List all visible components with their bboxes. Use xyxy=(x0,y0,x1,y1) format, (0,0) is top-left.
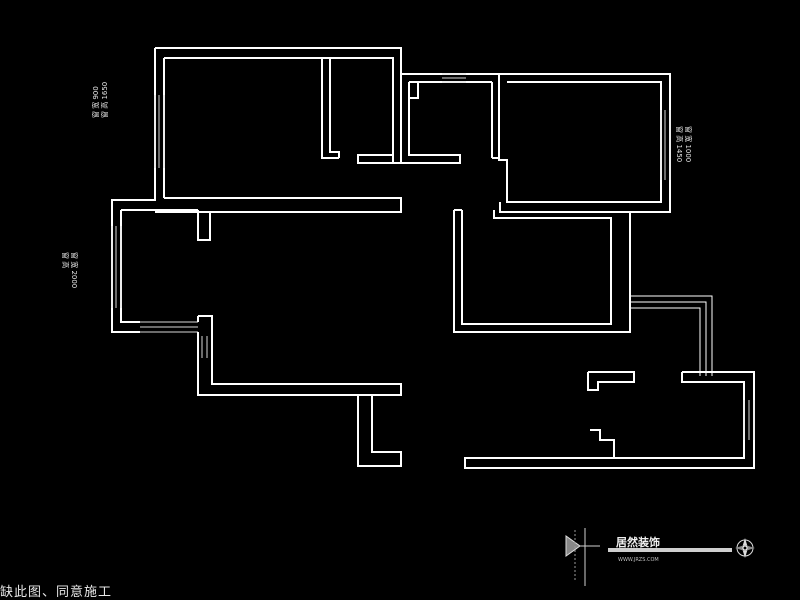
svg-text:窗 宽 900: 窗 宽 900 xyxy=(91,86,100,118)
svg-text:窗 宽 2000: 窗 宽 2000 xyxy=(70,252,79,288)
svg-text:居然装饰: 居然装饰 xyxy=(616,535,660,549)
window-bathroom xyxy=(442,73,466,83)
bathroom-walls xyxy=(357,73,500,164)
svg-text:窗 高 1650: 窗 高 1650 xyxy=(100,82,109,118)
svg-text:窗 高: 窗 高 xyxy=(61,252,70,268)
window-living-w xyxy=(111,226,122,308)
company-logo: 居然装饰 WWW.JRZS.COM xyxy=(608,535,732,563)
balcony-walls xyxy=(630,295,713,376)
window-bedroom-nw xyxy=(154,95,165,168)
svg-text:WWW.JRZS.COM: WWW.JRZS.COM xyxy=(618,557,659,563)
svg-text:窗 宽 1000: 窗 宽 1000 xyxy=(684,126,693,162)
compass-rose-icon xyxy=(735,538,755,558)
living-walls xyxy=(197,315,402,467)
annotation-bedroom-nw: 窗 宽 900 窗 高 1650 xyxy=(91,82,109,118)
annotation-living-w: 窗 宽 2000 窗 高 xyxy=(61,252,79,288)
plan-caption: 缺此图、同意施工 xyxy=(0,585,113,600)
room-center-walls xyxy=(453,209,631,333)
bedroom-nw-walls xyxy=(111,47,402,333)
annotation-bedroom-ne: 窗 宽 1000 窗 高 1450 xyxy=(675,126,693,162)
window-living-s xyxy=(140,321,198,333)
kitchen-walls xyxy=(464,371,755,469)
svg-text:窗 高 1450: 窗 高 1450 xyxy=(675,126,684,162)
window-bedroom-ne xyxy=(660,110,671,180)
north-arrow-icon xyxy=(565,528,600,586)
window-kitchen xyxy=(743,400,755,440)
bedroom-ne-walls xyxy=(498,73,671,213)
